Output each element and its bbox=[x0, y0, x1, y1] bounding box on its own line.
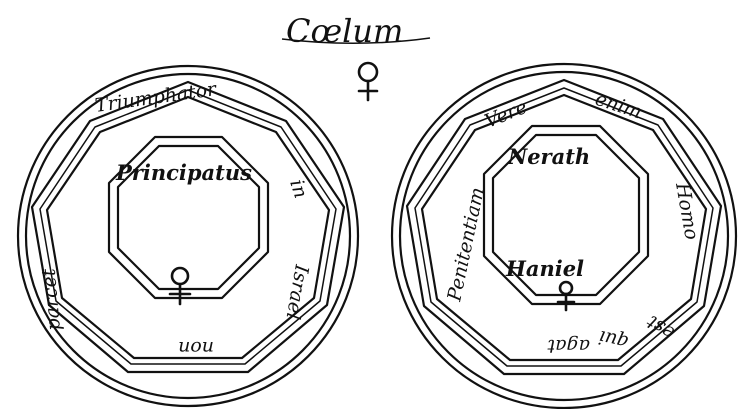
left-inner-octagon-b bbox=[116, 144, 261, 291]
left-outer-circle bbox=[16, 64, 360, 408]
left-outer-nonagon-a bbox=[30, 80, 346, 374]
ring-word-agat: agat bbox=[547, 335, 590, 357]
left-outer-nonagon-c bbox=[45, 95, 331, 360]
right-inner-octagon-b bbox=[491, 133, 641, 297]
right-venus-icon bbox=[556, 280, 576, 312]
ring-word-non: non bbox=[178, 337, 214, 359]
right-outer-nonagon-a bbox=[405, 78, 723, 376]
ring-word-israel: Israel bbox=[282, 262, 313, 321]
right-inner-circle bbox=[398, 70, 730, 402]
right-outer-nonagon-c bbox=[420, 93, 708, 362]
title-venus-icon bbox=[357, 61, 379, 102]
ring-word-enim: enim bbox=[592, 88, 644, 124]
ring-word-parcet: parcet bbox=[38, 267, 65, 331]
ring-word-est: est bbox=[642, 310, 678, 344]
ring-word-homo: Homo bbox=[671, 180, 703, 241]
ring-word-qui: qui bbox=[597, 326, 631, 354]
left-outer-nonagon-b bbox=[39, 89, 337, 365]
title-underline bbox=[281, 37, 431, 45]
right-outer-circle bbox=[390, 62, 738, 409]
left-seal: Principatus Triumphator in Israel non pa… bbox=[16, 64, 360, 408]
left-venus-icon bbox=[168, 266, 192, 306]
right-center-bottom-label: Haniel bbox=[505, 256, 584, 281]
right-outer-nonagon-b bbox=[414, 87, 714, 367]
title: Cœlum bbox=[286, 12, 403, 50]
left-inner-octagon-a bbox=[107, 135, 270, 300]
right-seal: Nerath Haniel Vere enim Homo est qui aga… bbox=[390, 62, 738, 409]
ring-word-penitentiam: Penitentiam bbox=[443, 185, 489, 304]
right-inner-octagon-a bbox=[482, 124, 650, 306]
ring-word-vere: Vere bbox=[482, 96, 531, 133]
left-center-label: Principatus bbox=[115, 160, 252, 185]
left-inner-circle bbox=[24, 72, 352, 400]
ring-word-in: in bbox=[285, 177, 312, 201]
right-center-top-label: Nerath bbox=[507, 144, 590, 169]
